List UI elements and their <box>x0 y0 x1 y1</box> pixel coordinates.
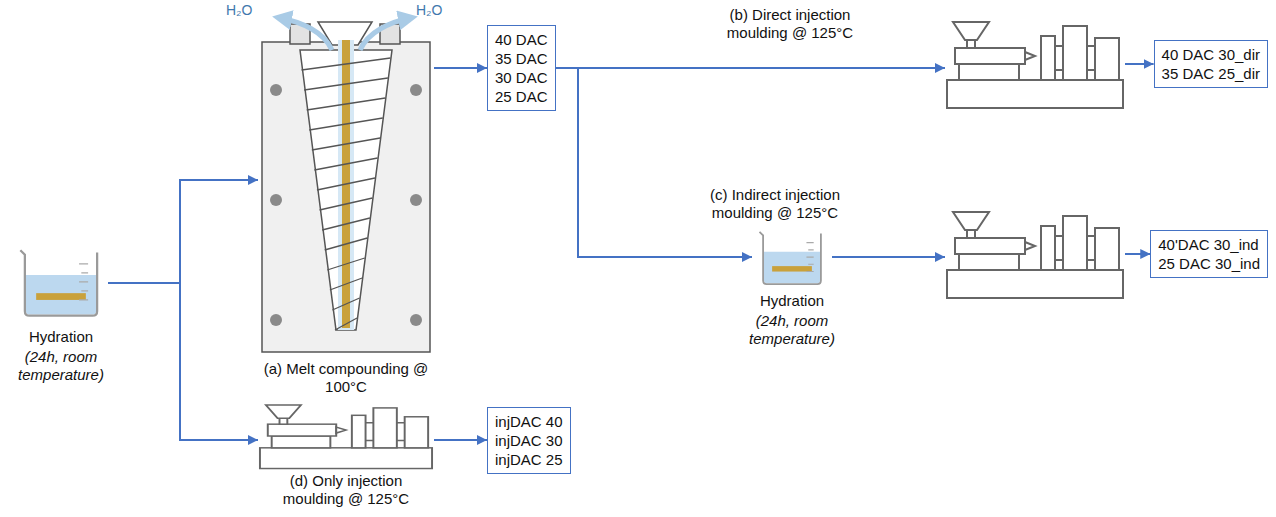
process-step: (a) Melt compounding @ 100°C <box>258 38 434 356</box>
sample-name: injDAC 30 <box>495 431 563 450</box>
screw-flight <box>307 98 386 110</box>
sample-name: 30 DAC <box>495 68 548 87</box>
screw-flight <box>325 238 368 250</box>
step-caption: Hydration <box>4 328 118 346</box>
flow-arrow <box>832 256 945 258</box>
screw-flight <box>304 78 388 90</box>
extruder-illustration <box>262 18 430 352</box>
step-caption: (a) Melt compounding @ 100°C <box>256 360 436 396</box>
vapour-label: H₂O <box>416 2 442 18</box>
flow-arrow <box>1125 253 1150 255</box>
sample-box: injDAC 40injDAC 30injDAC 25 <box>487 407 571 474</box>
sample-box: 40 DAC 30_dir35 DAC 25_dir <box>1154 40 1268 88</box>
sample-name: injDAC 25 <box>495 450 563 469</box>
flow-arrow <box>556 68 752 257</box>
sample-name: 35 DAC 25_dir <box>1162 64 1260 83</box>
screw-flight <box>335 318 357 330</box>
sample-name: 40 DAC <box>495 30 548 49</box>
injection-machine <box>947 22 1123 108</box>
sample-name: 40'DAC 30_ind <box>1158 235 1260 254</box>
screw-flight <box>327 258 364 270</box>
step-caption: (c) Indirect injection moulding @ 125°C <box>690 186 860 222</box>
process-step: Hydration(24h, room temperature) <box>752 230 832 286</box>
screw-flight <box>309 118 382 130</box>
process-step: (b) Direct injection moulding @ 125°C <box>945 18 1125 110</box>
sample-name: 35 DAC <box>495 49 548 68</box>
flow-arrow <box>108 180 258 283</box>
screw-flight <box>302 58 391 70</box>
injection-machine <box>947 212 1123 298</box>
flow-arrow <box>1125 63 1154 65</box>
vapour-label: H₂O <box>226 2 252 18</box>
sample-name: 25 DAC <box>495 87 548 106</box>
process-step: (d) Only injection moulding @ 125°C <box>258 402 434 470</box>
screw-flight <box>317 178 375 190</box>
injection-machine <box>260 405 432 469</box>
sample-name: 40 DAC 30_dir <box>1162 45 1260 64</box>
screw-flight <box>330 278 362 290</box>
flow-arrow <box>108 283 258 440</box>
screw-flight <box>320 198 373 210</box>
sample-box: 40'DAC 30_ind25 DAC 30_ind <box>1150 230 1268 278</box>
step-caption: (24h, room temperature) <box>735 312 849 348</box>
step-caption: (24h, room temperature) <box>4 348 118 384</box>
screw-flight <box>322 218 370 230</box>
step-caption: (d) Only injection moulding @ 125°C <box>271 472 421 508</box>
sample-box: 40 DAC35 DAC30 DAC25 DAC <box>487 25 556 111</box>
sample-name: injDAC 40 <box>495 412 563 431</box>
sample-name: 25 DAC 30_ind <box>1158 254 1260 273</box>
step-caption: (b) Direct injection moulding @ 125°C <box>710 6 870 42</box>
process-step: (c) Indirect injection moulding @ 125°C <box>945 208 1125 300</box>
flow-arrow <box>556 67 945 69</box>
process-step: Hydration(24h, room temperature) <box>14 248 108 318</box>
beaker-icon <box>20 250 97 315</box>
screw-flight <box>312 138 380 150</box>
flow-arrow <box>434 439 487 441</box>
flow-arrow <box>434 67 487 69</box>
vapour-arrow <box>280 18 332 50</box>
beaker-icon <box>759 232 820 284</box>
screw-flights <box>302 58 391 330</box>
bolts <box>270 84 422 326</box>
vapour-arrow <box>360 18 410 50</box>
step-caption: Hydration <box>735 292 849 310</box>
screw-flight <box>314 158 377 170</box>
screw-flight <box>332 298 359 310</box>
